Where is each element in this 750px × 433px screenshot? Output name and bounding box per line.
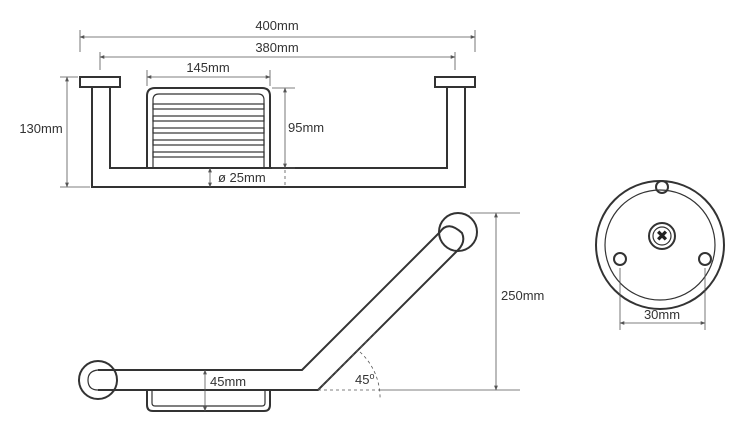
- basket-width-label: 145mm: [186, 60, 229, 75]
- rise-label: 250mm: [501, 288, 544, 303]
- screw-hole-right: [698, 252, 712, 266]
- bottom-flange: [78, 360, 118, 400]
- right-wall-flange: [434, 76, 476, 88]
- front-view: 400mm 380mm 145mm 130mm 95mm ø 25mm: [19, 18, 476, 188]
- left-wall-flange: [79, 76, 121, 88]
- top-view: 250mm 45mm 45o: [78, 212, 544, 412]
- screw-hole-left: [613, 252, 627, 266]
- screw-hole-top: [655, 180, 669, 194]
- screw-spacing-label: 30mm: [644, 307, 680, 322]
- inner-width-label: 380mm: [255, 40, 298, 55]
- u-rail-outer: [91, 87, 466, 188]
- basket-front: [146, 87, 271, 168]
- center-screw: [648, 222, 676, 250]
- angle-label: 45o: [355, 371, 374, 387]
- angled-rail: [98, 225, 465, 391]
- overall-width-label: 400mm: [255, 18, 298, 33]
- total-height-label: 130mm: [19, 121, 62, 136]
- basket-height-label: 95mm: [288, 120, 324, 135]
- top-flange: [438, 212, 478, 252]
- basket-depth-label: 45mm: [210, 374, 246, 389]
- flange-detail: ✖ 30mm: [595, 180, 725, 330]
- tube-diameter-label: ø 25mm: [218, 170, 266, 185]
- screw-cross-icon: ✖: [656, 227, 669, 245]
- basket-top: [146, 390, 271, 412]
